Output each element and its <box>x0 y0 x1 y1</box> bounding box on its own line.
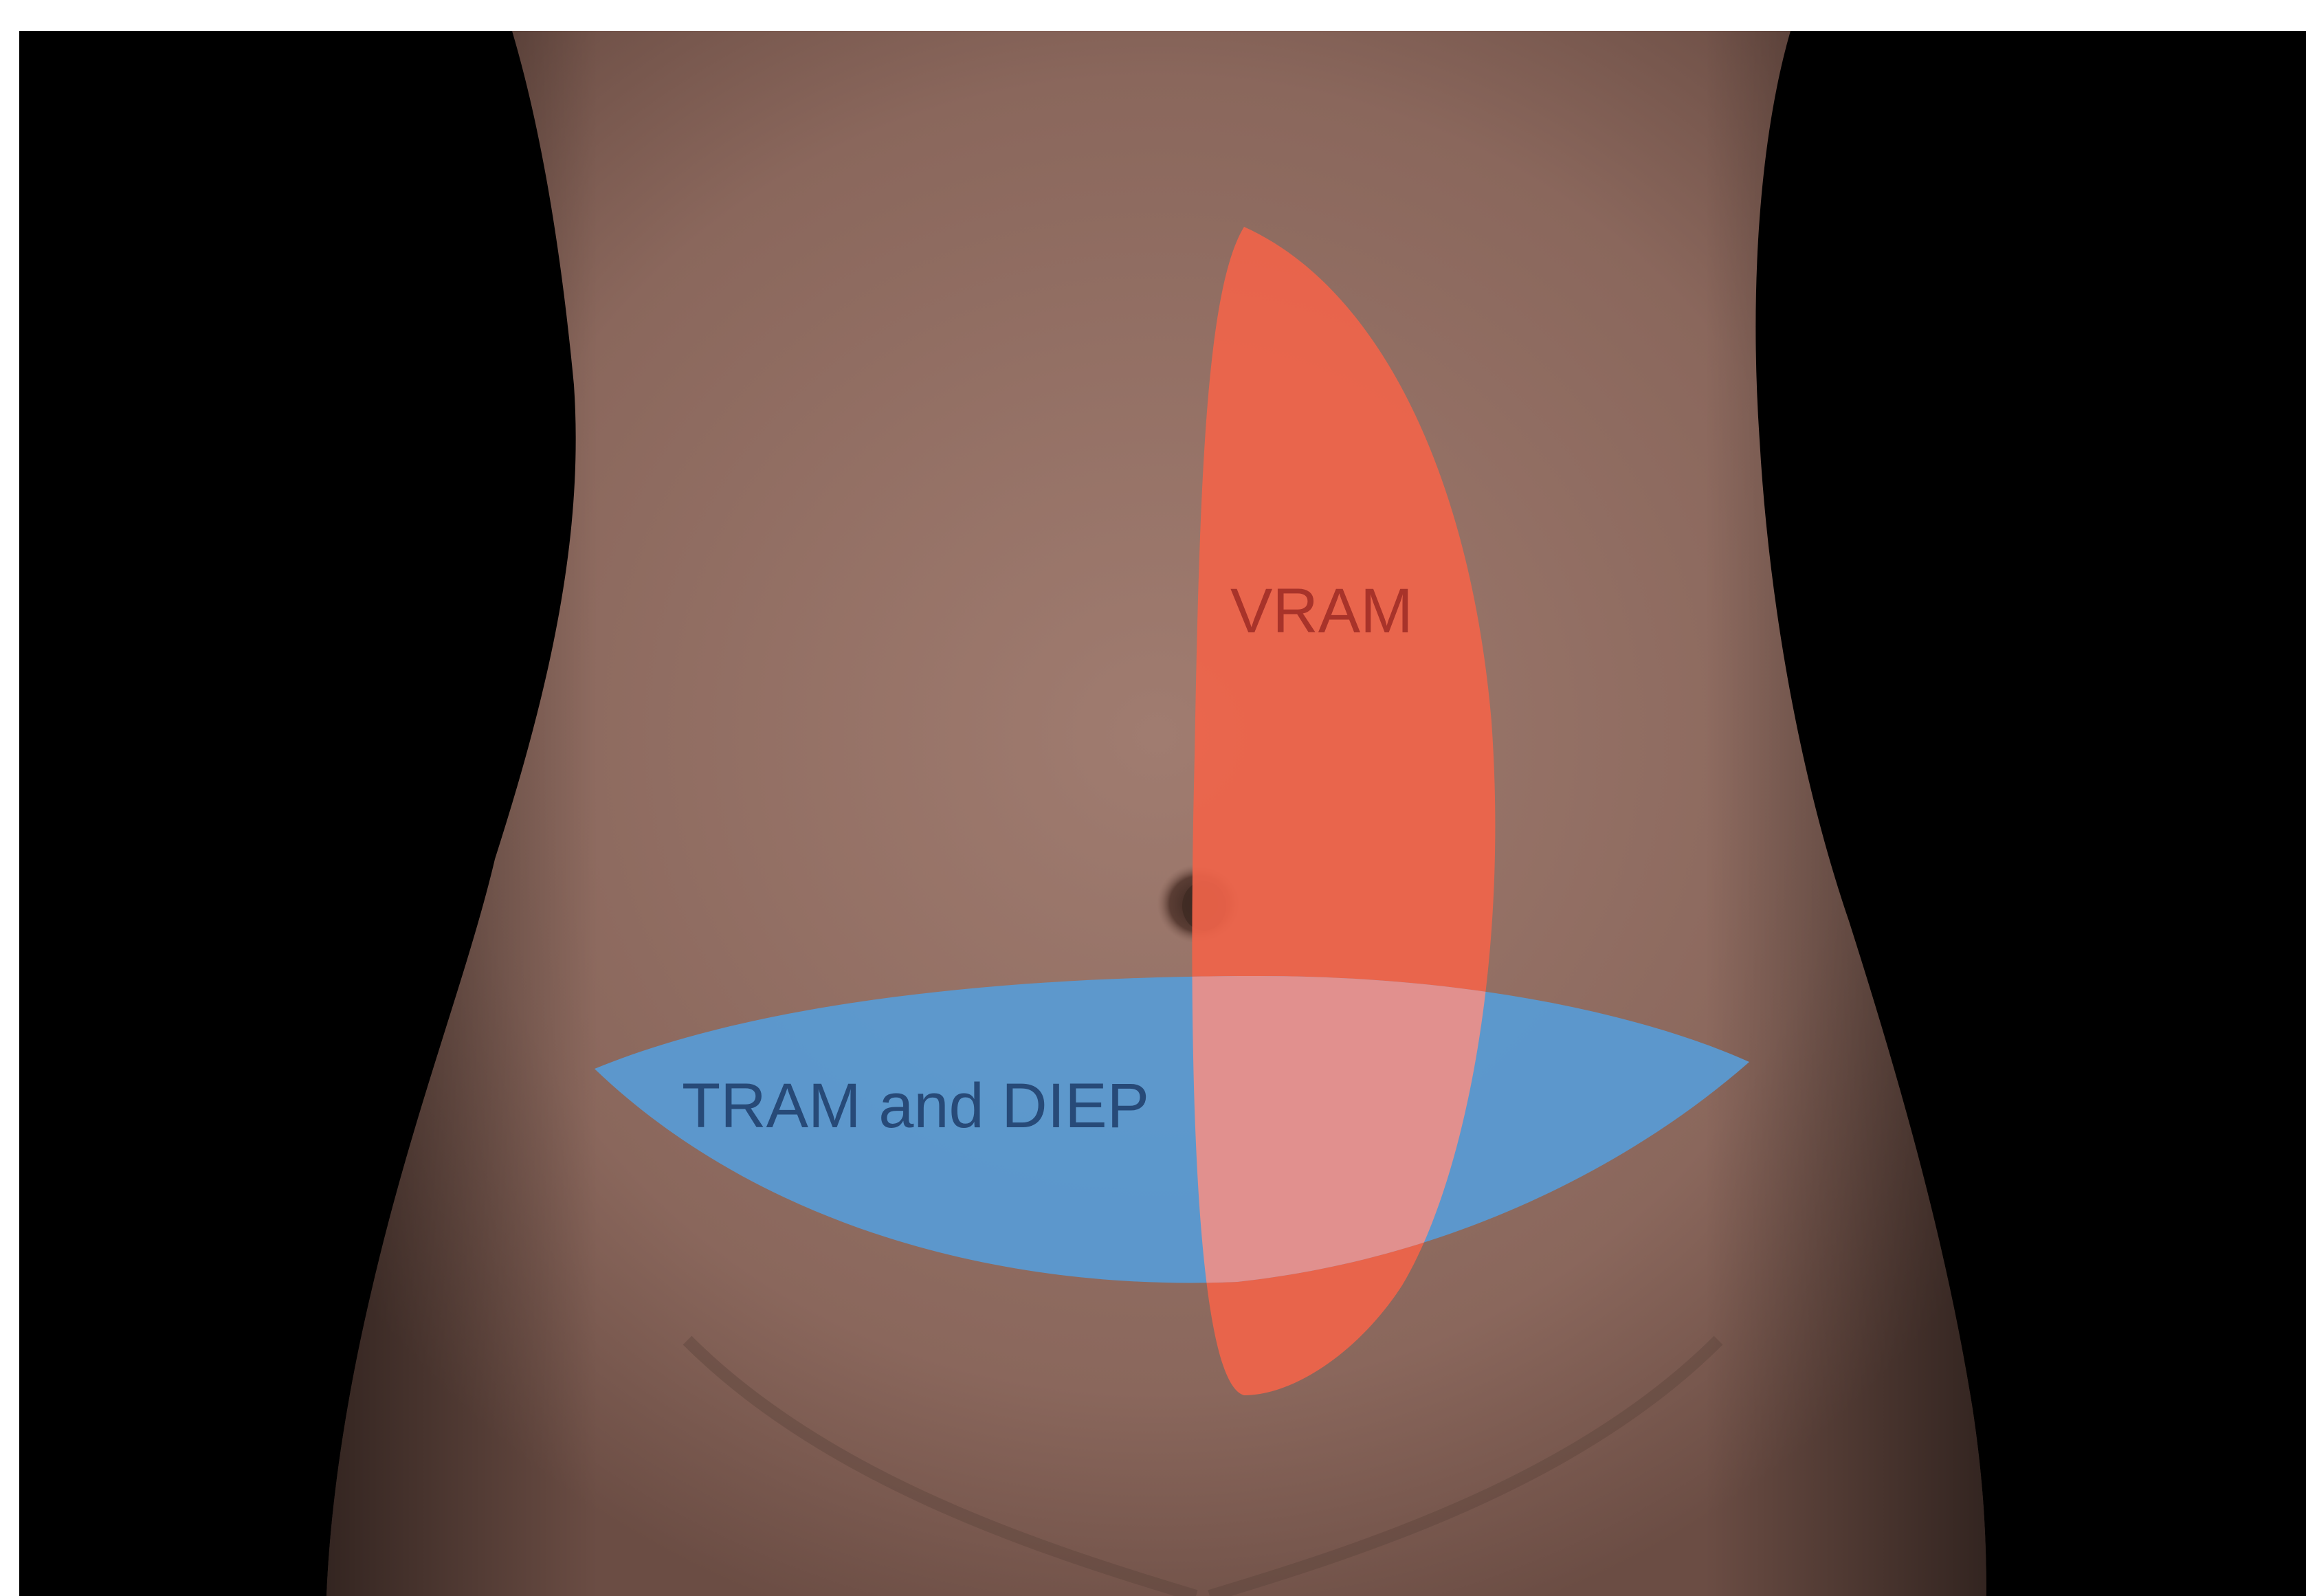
torso <box>309 31 2000 1596</box>
tram-diep-label: TRAM and DIEP <box>682 1071 1149 1141</box>
vram-label: VRAM <box>1230 576 1413 646</box>
